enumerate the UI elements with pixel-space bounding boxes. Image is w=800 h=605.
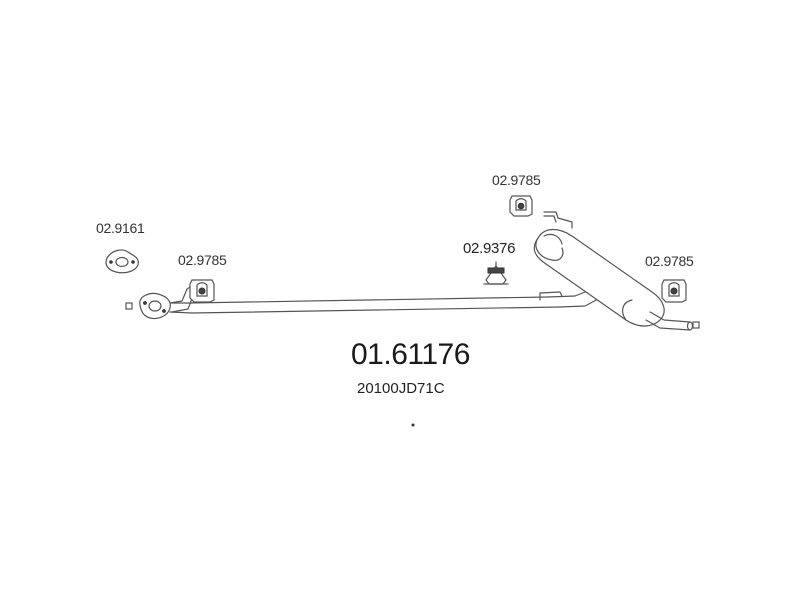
stray-dot [411,423,415,427]
front-end-marker [125,302,133,310]
hanger-rear-part [661,279,687,303]
hanger-front-part [189,279,215,303]
hanger-front-label: 02.9785 [178,252,227,268]
hanger-top-label: 02.9785 [492,172,541,188]
intermediate-pipe [169,296,561,314]
muffler-top-hook [543,211,573,229]
hanger-top-part [509,195,533,217]
center-mount-part [483,261,509,285]
oem-number: 20100JD71C [357,380,445,397]
rear-muffler [533,228,665,327]
gasket-label: 02.9161 [96,220,145,236]
rear-end-marker [692,321,700,329]
front-flange [139,292,171,320]
hanger-rear-label: 02.9785 [645,253,694,269]
part-number: 01.61176 [351,338,470,371]
gasket-part [105,249,139,274]
center-mount-label: 02.9376 [463,240,516,257]
